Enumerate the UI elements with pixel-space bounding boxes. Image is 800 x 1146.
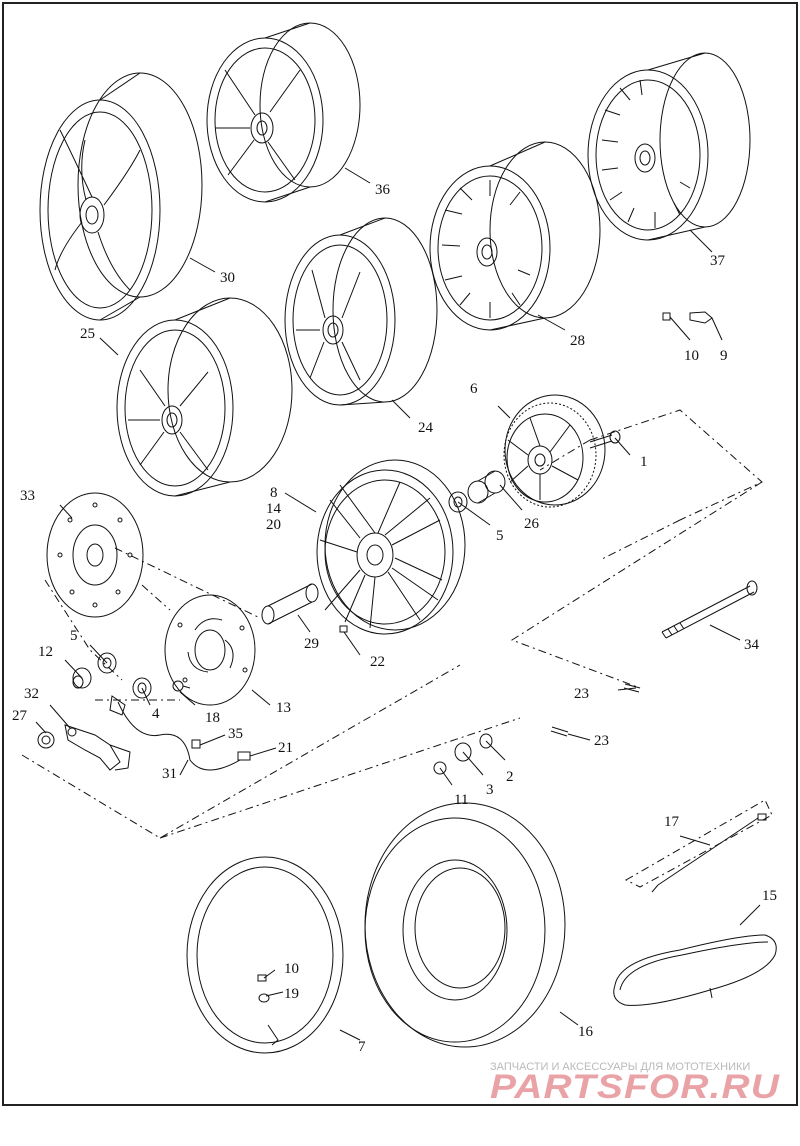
part-33-brake-disc[interactable] (46, 492, 144, 618)
part-30-cast-wheel[interactable] (39, 72, 203, 321)
callout-6: 6 (470, 381, 478, 397)
callout-30: 30 (220, 270, 235, 286)
callout-31: 31 (162, 766, 177, 782)
watermark: ЗАПЧАСТИ И АКСЕССУАРЫ ДЛЯ МОТОТЕХНИКИ PA… (490, 1061, 781, 1106)
part-10-valve-cap-lower[interactable] (257, 974, 267, 982)
watermark-tagline: ЗАПЧАСТИ И АКСЕССУАРЫ ДЛЯ МОТОТЕХНИКИ (490, 1061, 750, 1073)
part-24-cast-wheel[interactable] (284, 217, 438, 406)
part-23-bolt-b[interactable] (550, 726, 569, 737)
part-32-caliper-bracket[interactable] (64, 724, 131, 771)
part-36-cast-wheel[interactable] (206, 22, 361, 203)
part-13-brake-disc[interactable] (164, 594, 256, 706)
part-19-nut[interactable] (258, 993, 270, 1003)
part-34-axle[interactable] (661, 580, 758, 639)
part-11-washer[interactable] (433, 761, 447, 775)
part-5-bearing-upper[interactable] (448, 491, 468, 513)
callout-33: 33 (20, 488, 35, 504)
callout-14: 14 (266, 501, 282, 517)
callout-13: 13 (276, 700, 291, 716)
part-5-bearing-lower[interactable] (97, 652, 117, 674)
callout-18: 18 (205, 710, 220, 726)
watermark-brand: PARTSFOR.RU (490, 1068, 781, 1106)
callout-8: 8 (270, 485, 278, 501)
callout-27: 27 (12, 708, 28, 724)
part-12-spacer[interactable] (72, 667, 92, 689)
callout-29: 29 (304, 636, 319, 652)
callout-7: 7 (358, 1039, 366, 1055)
part-37-cast-wheel[interactable] (587, 52, 751, 241)
assembly-dashline-rear (510, 409, 763, 689)
assembly-dashline-front-upper (44, 547, 261, 681)
callout-37: 37 (710, 253, 726, 269)
callout-11: 11 (454, 792, 468, 808)
part-16-tire[interactable] (364, 802, 566, 1048)
callout-24: 24 (418, 420, 434, 436)
callout-10-upper: 10 (684, 348, 699, 364)
callout-25: 25 (80, 326, 95, 342)
callout-2: 2 (506, 769, 514, 785)
part-21-connector[interactable] (237, 751, 251, 761)
part-9-valve-stem[interactable] (689, 311, 713, 324)
part-29-axle-spacer[interactable] (261, 583, 319, 625)
callout-3: 3 (486, 782, 494, 798)
part-8-spoked-wheel[interactable] (316, 459, 466, 635)
leader-lines (35, 167, 761, 1041)
part-3-bearing[interactable] (454, 742, 472, 762)
part-22-valve-cap[interactable] (339, 625, 348, 633)
part-10-valve-cap-upper[interactable] (662, 312, 671, 321)
diagram-frame (2, 2, 798, 1106)
part-17-spoke[interactable] (651, 813, 767, 893)
callout-16: 16 (578, 1024, 594, 1040)
callout-1: 1 (640, 454, 648, 470)
callout-35: 35 (228, 726, 243, 742)
part-35-clip[interactable] (191, 739, 201, 749)
callout-5-upper: 5 (496, 528, 504, 544)
callout-5-lower: 5 (70, 628, 78, 644)
part-1-bolt[interactable] (589, 430, 621, 449)
assembly-dashline-spoke (624, 799, 773, 888)
part-6-drive-pulley[interactable] (503, 394, 606, 508)
part-25-cast-wheel[interactable] (116, 297, 293, 497)
callout-23-b: 23 (594, 733, 609, 749)
callout-36: 36 (375, 182, 391, 198)
callout-20: 20 (266, 517, 281, 533)
callout-4: 4 (152, 706, 160, 722)
callout-22: 22 (370, 654, 385, 670)
callout-10-lower: 10 (284, 961, 299, 977)
callout-labels: 1 2 3 4 5 5 6 7 8 9 10 10 11 12 13 14 15… (12, 182, 777, 1055)
callout-21: 21 (278, 740, 293, 756)
part-2-washer[interactable] (479, 733, 493, 749)
part-27-spacer[interactable] (37, 731, 55, 749)
part-18-bolt[interactable] (172, 680, 191, 692)
assembly-dashline-front-lower (21, 664, 521, 839)
part-28-cast-wheel[interactable] (429, 141, 601, 331)
callout-17: 17 (664, 814, 680, 830)
part-31-speed-sensor-cable[interactable] (109, 695, 241, 771)
part-4-bearing[interactable] (132, 677, 152, 699)
part-15-rim-strip[interactable] (613, 934, 777, 1006)
callout-23-a: 23 (574, 686, 589, 702)
callout-32: 32 (24, 686, 39, 702)
callout-9: 9 (720, 348, 728, 364)
callout-26: 26 (524, 516, 540, 532)
part-7-inner-tube[interactable] (186, 856, 344, 1054)
callout-34: 34 (744, 637, 760, 653)
part-26-spacer[interactable] (467, 470, 506, 504)
callout-12: 12 (38, 644, 53, 660)
callout-19: 19 (284, 986, 299, 1002)
callout-15: 15 (762, 888, 777, 904)
callout-28: 28 (570, 333, 585, 349)
